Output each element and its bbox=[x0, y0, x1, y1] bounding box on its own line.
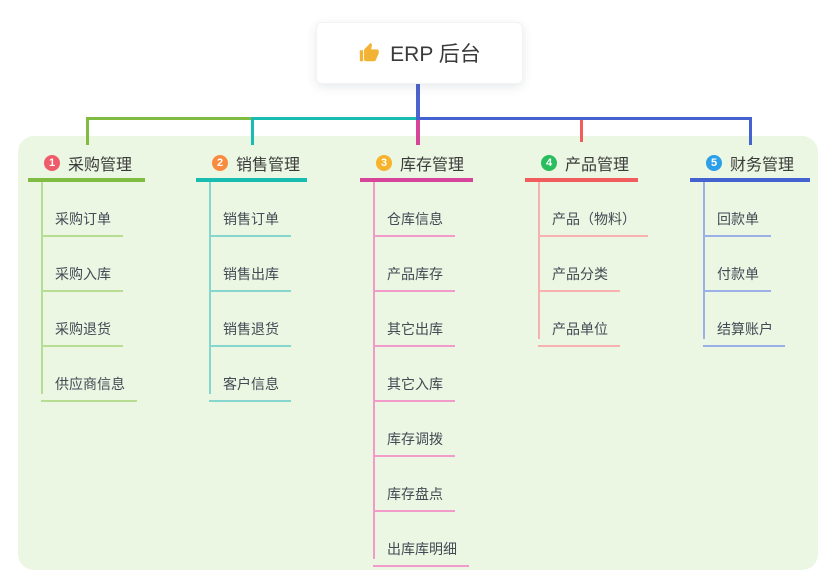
child-node[interactable]: 销售订单 bbox=[209, 201, 291, 237]
branch-node-4[interactable]: 4 产品管理 bbox=[525, 148, 638, 182]
child-node[interactable]: 其它出库 bbox=[373, 311, 455, 347]
branch-node-3[interactable]: 3 库存管理 bbox=[360, 148, 473, 182]
branch-drop-1 bbox=[86, 117, 89, 145]
child-node[interactable]: 客户信息 bbox=[209, 366, 291, 402]
branch-label-4: 产品管理 bbox=[565, 157, 630, 174]
branch-node-2[interactable]: 2 销售管理 bbox=[196, 148, 307, 182]
branch-node-1[interactable]: 1 采购管理 bbox=[28, 148, 145, 182]
branch-badge-3: 3 bbox=[376, 155, 392, 171]
child-node[interactable]: 采购退货 bbox=[41, 311, 123, 347]
child-node[interactable]: 采购入库 bbox=[41, 256, 123, 292]
branch-drop-3 bbox=[416, 120, 420, 145]
bus-segment-teal bbox=[251, 117, 419, 120]
child-node[interactable]: 其它入库 bbox=[373, 366, 455, 402]
branch-drop-5 bbox=[749, 117, 752, 145]
branch-badge-2: 2 bbox=[212, 155, 228, 171]
branch-node-5[interactable]: 5 财务管理 bbox=[690, 148, 810, 182]
branch-label-2: 销售管理 bbox=[236, 157, 301, 174]
child-node[interactable]: 供应商信息 bbox=[41, 366, 137, 402]
branch-2-children-line bbox=[209, 182, 211, 394]
child-node[interactable]: 产品分类 bbox=[538, 256, 620, 292]
branch-label-1: 采购管理 bbox=[68, 157, 133, 174]
child-node[interactable]: 结算账户 bbox=[703, 311, 785, 347]
root-node[interactable]: ERP 后台 bbox=[316, 22, 523, 84]
child-node[interactable]: 回款单 bbox=[703, 201, 771, 237]
branch-badge-5: 5 bbox=[706, 155, 722, 171]
child-node[interactable]: 产品单位 bbox=[538, 311, 620, 347]
bus-segment-blue bbox=[416, 117, 752, 120]
thumbs-up-icon bbox=[360, 42, 379, 62]
branch-badge-1: 1 bbox=[44, 155, 60, 171]
child-node[interactable]: 出库库明细 bbox=[373, 531, 469, 567]
child-node[interactable]: 仓库信息 bbox=[373, 201, 455, 237]
branch-1-children-line bbox=[41, 182, 43, 394]
root-node-label: ERP 后台 bbox=[390, 43, 481, 66]
branches-panel bbox=[18, 136, 818, 570]
branch-drop-2 bbox=[251, 117, 254, 145]
child-node[interactable]: 付款单 bbox=[703, 256, 771, 292]
child-node[interactable]: 库存调拨 bbox=[373, 421, 455, 457]
branch-drop-4 bbox=[580, 120, 583, 142]
branch-4-children-line bbox=[538, 182, 540, 339]
child-node[interactable]: 产品库存 bbox=[373, 256, 455, 292]
root-connector-line bbox=[416, 84, 420, 119]
branch-label-3: 库存管理 bbox=[400, 157, 465, 174]
branch-label-5: 财务管理 bbox=[730, 157, 795, 174]
child-node[interactable]: 销售出库 bbox=[209, 256, 291, 292]
branch-3-children-line bbox=[373, 182, 375, 559]
branch-5-children-line bbox=[703, 182, 705, 339]
branch-badge-4: 4 bbox=[541, 155, 557, 171]
child-node[interactable]: 库存盘点 bbox=[373, 476, 455, 512]
child-node[interactable]: 产品（物料） bbox=[538, 201, 648, 237]
child-node[interactable]: 销售退货 bbox=[209, 311, 291, 347]
child-node[interactable]: 采购订单 bbox=[41, 201, 123, 237]
